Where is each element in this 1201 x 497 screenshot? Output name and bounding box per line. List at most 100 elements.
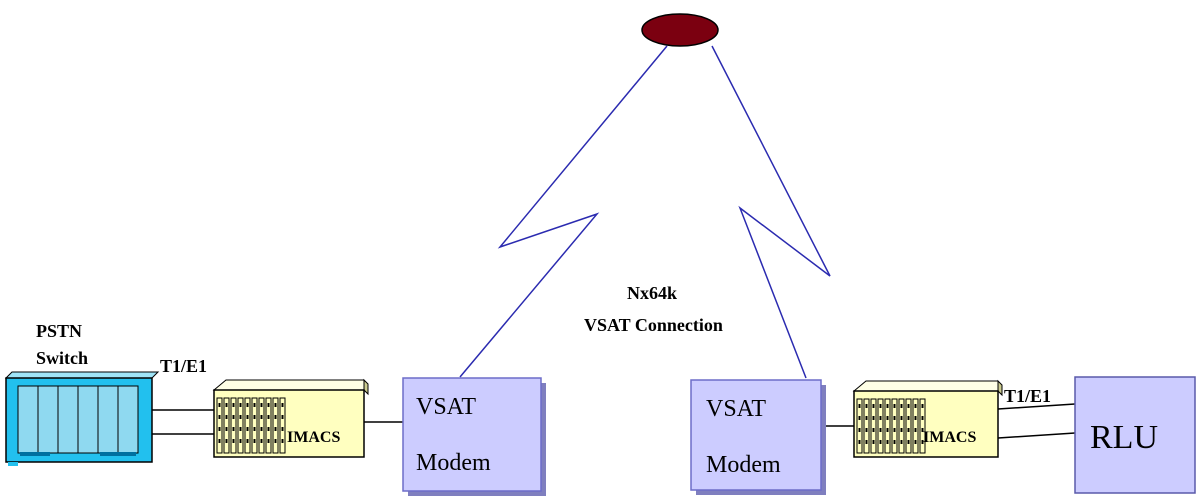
imacs-card-led	[900, 404, 903, 408]
imacs-card-led	[239, 403, 242, 407]
imacs-card-led	[281, 439, 284, 443]
imacs-right	[852, 379, 1003, 458]
imacs-card-led	[267, 415, 270, 419]
imacs-left-label: IMACS	[287, 429, 340, 446]
imacs-card-slot	[237, 397, 244, 454]
imacs-card-led	[865, 428, 868, 432]
imacs-card-led	[893, 404, 896, 408]
imacs-card-led	[253, 439, 256, 443]
uplink-left	[459, 45, 668, 378]
imacs-card-led	[893, 428, 896, 432]
imacs-card-led	[218, 415, 221, 419]
imacs-card-led	[281, 415, 284, 419]
t1e1-link-right-1	[997, 403, 1076, 410]
imacs-card-led	[239, 439, 242, 443]
imacs-card-led	[879, 428, 882, 432]
imacs-card-led	[246, 403, 249, 407]
pstn-label-line1: PSTN	[36, 321, 82, 341]
imacs-card-led	[858, 404, 861, 408]
imacs-card-slot	[877, 398, 884, 454]
imacs-card-led	[921, 428, 924, 432]
t1e1-right-label: T1/E1	[1004, 386, 1051, 406]
imacs-card-slot	[265, 397, 272, 454]
vsat-right-label-line1: VSAT	[706, 396, 766, 422]
imacs-card-slot	[898, 398, 905, 454]
pstn-label-line2: Switch	[36, 348, 88, 368]
imacs-card-led	[921, 416, 924, 420]
imacs-card-slot	[216, 397, 223, 454]
imacs-card-led	[914, 440, 917, 444]
imacs-card-led	[246, 415, 249, 419]
imacs-left-cards	[216, 397, 286, 454]
imacs-card-led	[907, 440, 910, 444]
imacs-card-led	[225, 439, 228, 443]
imacs-card-led	[914, 416, 917, 420]
imacs-card-led	[232, 427, 235, 431]
imacs-card-led	[879, 440, 882, 444]
imacs-card-led	[893, 416, 896, 420]
imacs-card-led	[872, 428, 875, 432]
imacs-card-led	[907, 428, 910, 432]
imacs-card-led	[274, 427, 277, 431]
imacs-card-slot	[251, 397, 258, 454]
imacs-card-slot	[856, 398, 863, 454]
imacs-card-led	[260, 439, 263, 443]
vsat-right-label-line2: Modem	[706, 452, 781, 478]
imacs-card-led	[253, 415, 256, 419]
imacs-card-led	[267, 427, 270, 431]
imacs-card-led	[246, 439, 249, 443]
imacs-card-led	[921, 440, 924, 444]
imacs-card-led	[907, 416, 910, 420]
imacs-card-led	[274, 415, 277, 419]
imacs-card-led	[260, 415, 263, 419]
imacs-card-led	[260, 427, 263, 431]
imacs-right-cards	[856, 398, 926, 454]
imacs-card-led	[225, 403, 228, 407]
imacs-card-led	[260, 403, 263, 407]
imacs-card-led	[218, 439, 221, 443]
imacs-card-led	[865, 404, 868, 408]
imacs-card-led	[879, 416, 882, 420]
imacs-card-led	[907, 404, 910, 408]
rlu-box	[1074, 376, 1196, 494]
imacs-card-slot	[279, 397, 286, 454]
imacs-card-led	[232, 403, 235, 407]
imacs-card-led	[239, 427, 242, 431]
imacs-left	[212, 378, 369, 458]
imacs-card-led	[253, 427, 256, 431]
imacs-card-slot	[919, 398, 926, 454]
t1e1-left-label: T1/E1	[160, 356, 207, 376]
imacs-card-led	[886, 404, 889, 408]
imacs-card-led	[900, 440, 903, 444]
vsat-left-label-line1: VSAT	[416, 394, 476, 420]
imacs-card-led	[253, 403, 256, 407]
vsat-left-label-line2: Modem	[416, 450, 491, 476]
imacs-card-slot	[891, 398, 898, 454]
vsat-modem-right	[690, 379, 822, 491]
rlu-label: RLU	[1090, 419, 1158, 456]
vsat-modem-left	[402, 377, 542, 492]
imacs-card-slot	[884, 398, 891, 454]
imacs-card-led	[921, 404, 924, 408]
imacs-card-slot	[244, 397, 251, 454]
imacs-card-slot	[223, 397, 230, 454]
imacs-card-led	[886, 440, 889, 444]
imacs-card-led	[232, 439, 235, 443]
imacs-card-led	[886, 428, 889, 432]
imacs-card-led	[281, 427, 284, 431]
imacs-card-led	[246, 427, 249, 431]
imacs-card-led	[914, 428, 917, 432]
pstn-switch	[4, 371, 160, 466]
imacs-card-led	[900, 428, 903, 432]
connection-label-line2: VSAT Connection	[584, 315, 723, 335]
imacs-card-led	[267, 439, 270, 443]
imacs-card-led	[879, 404, 882, 408]
imacs-card-led	[225, 427, 228, 431]
imacs-card-led	[900, 416, 903, 420]
imacs-card-led	[893, 440, 896, 444]
imacs-card-led	[858, 428, 861, 432]
imacs-card-led	[872, 416, 875, 420]
imacs-card-led	[267, 403, 270, 407]
imacs-card-led	[858, 416, 861, 420]
imacs-right-label: IMACS	[923, 429, 976, 446]
